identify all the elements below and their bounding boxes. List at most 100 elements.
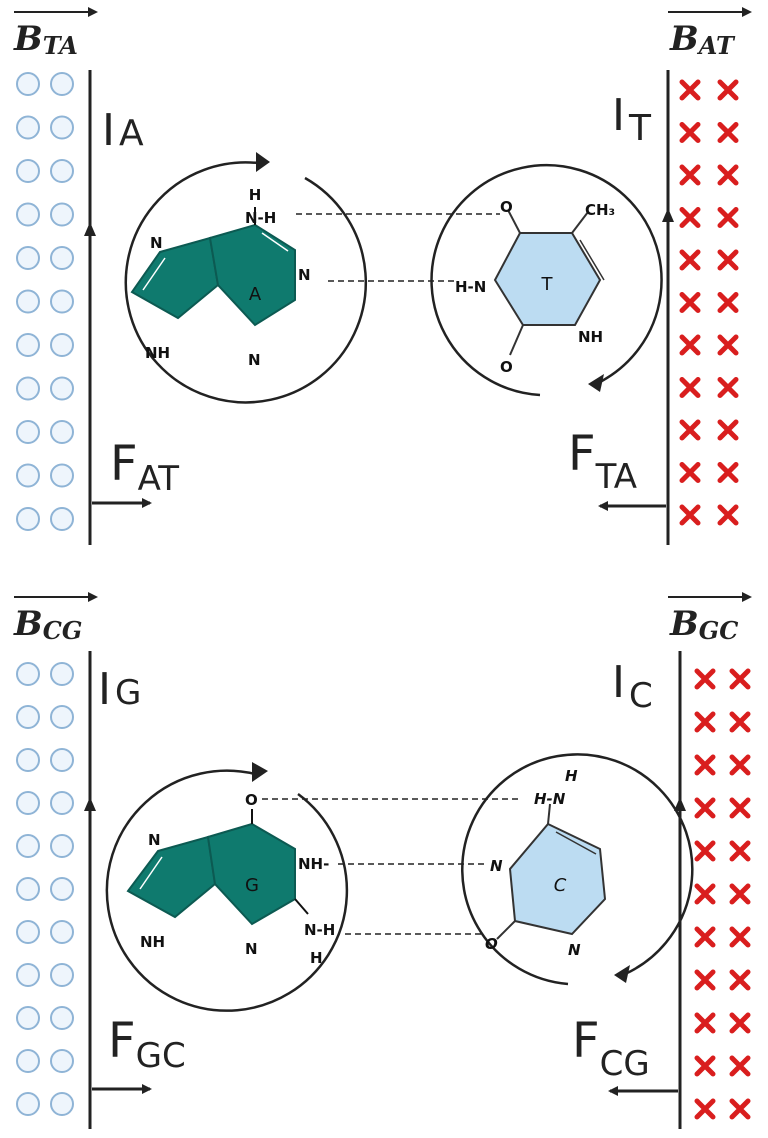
field-out-circle-8-0 bbox=[16, 1006, 40, 1030]
field-out-circle-10-1 bbox=[50, 507, 74, 531]
field-in-cross-8-1 bbox=[729, 1012, 751, 1034]
thymine-molecule: T O CH₃ H-N NH O bbox=[455, 198, 615, 376]
field-in-cross-3-0 bbox=[679, 207, 701, 228]
field-label-left: BTA bbox=[13, 19, 78, 60]
thymine-atom-nh: NH bbox=[578, 328, 603, 346]
field-in-cross-5-0 bbox=[679, 292, 701, 313]
field-out-circle-8-1 bbox=[50, 1006, 74, 1030]
field-in-cross-0-0 bbox=[679, 79, 701, 101]
field-in-cross-6-0 bbox=[679, 334, 701, 356]
field-in-cross-9-1 bbox=[729, 1055, 751, 1077]
field-vector-right: BAT bbox=[668, 7, 752, 60]
field-out-circle-7-0 bbox=[16, 376, 40, 401]
field-out-circle-3-1 bbox=[50, 202, 74, 227]
field-out-circle-1-1 bbox=[50, 705, 74, 729]
force-label-right: FTA bbox=[568, 426, 637, 497]
adenine-atom-nh: N-H bbox=[245, 209, 276, 227]
field-out-circle-5-0 bbox=[16, 289, 40, 314]
field-in-cross-4-0 bbox=[694, 840, 716, 862]
field-in-cross-4-1 bbox=[717, 249, 739, 271]
field-in-cross-1-0 bbox=[679, 122, 701, 143]
force-left: FGC bbox=[92, 1013, 186, 1094]
wire-right bbox=[674, 651, 686, 1129]
guanine-atom-h: H bbox=[310, 949, 323, 967]
force-label-left: FAT bbox=[110, 436, 179, 499]
field-out-circle-2-0 bbox=[16, 748, 40, 772]
field-in-cross-5-0 bbox=[694, 883, 716, 905]
thymine-atom-o4: O bbox=[500, 198, 513, 216]
field-in-cross-2-1 bbox=[717, 164, 739, 186]
cytosine-atom-h: H bbox=[565, 767, 578, 785]
adenine-molecule: A H N-H N N NH N bbox=[130, 186, 311, 369]
guanine-molecule: G O N NH- NH N N-H H bbox=[126, 791, 335, 967]
hydrogen-bonds-at bbox=[296, 213, 500, 282]
field-out-circle-7-0 bbox=[16, 963, 40, 987]
field-in-cross-0-1 bbox=[717, 79, 739, 101]
field-out-circle-0-1 bbox=[50, 662, 74, 686]
field-in-cross-7-1 bbox=[729, 969, 751, 991]
guanine-atom-nh2: N-H bbox=[304, 921, 335, 939]
wire-left bbox=[84, 651, 96, 1129]
field-in-cross-7-0 bbox=[694, 969, 716, 991]
field-in-cross-10-1 bbox=[729, 1098, 751, 1120]
guanine-atom-o6: O bbox=[245, 791, 258, 809]
field-in-cross-5-1 bbox=[717, 292, 739, 313]
force-label-left: FGC bbox=[108, 1013, 186, 1076]
force-label-right: FCG bbox=[572, 1013, 650, 1084]
cytosine-atom-n1: N bbox=[568, 941, 581, 959]
guanine-atom-n7: N bbox=[148, 831, 161, 849]
rotation-circle-left bbox=[105, 762, 349, 1012]
cytosine-atom-hn: H-N bbox=[534, 790, 566, 808]
adenine-atom-n9: NH bbox=[145, 344, 170, 362]
adenine-atom-n7: N bbox=[150, 234, 163, 252]
field-in-cross-10-1 bbox=[717, 504, 739, 526]
force-right: FCG bbox=[572, 1013, 678, 1096]
field-out-circle-9-1 bbox=[50, 463, 74, 488]
field-in-cross-1-0 bbox=[694, 711, 716, 733]
field-out-circle-6-0 bbox=[16, 920, 40, 944]
field-in-cross-10-0 bbox=[679, 504, 701, 526]
field-in-cross-8-0 bbox=[694, 1012, 716, 1034]
guanine-label: G bbox=[245, 875, 259, 896]
field-out-circle-3-0 bbox=[16, 202, 40, 227]
field-in-markers bbox=[694, 668, 751, 1120]
field-out-circle-0-0 bbox=[16, 72, 40, 96]
field-in-markers bbox=[679, 79, 739, 526]
field-vector-right: BGC bbox=[668, 592, 752, 645]
field-label-left: BCG bbox=[13, 604, 82, 645]
field-out-circle-10-1 bbox=[50, 1092, 74, 1116]
thymine-atom-hn: H-N bbox=[455, 278, 486, 296]
field-label-right: BGC bbox=[669, 604, 738, 645]
field-in-cross-6-1 bbox=[729, 926, 751, 948]
hydrogen-bonds-gc bbox=[262, 798, 522, 935]
field-out-circle-5-1 bbox=[50, 877, 74, 901]
field-in-cross-5-1 bbox=[729, 883, 751, 905]
rotation-circle-right bbox=[461, 753, 694, 986]
field-in-cross-3-0 bbox=[694, 797, 716, 819]
field-in-cross-8-0 bbox=[679, 419, 701, 441]
field-out-circle-10-0 bbox=[16, 1092, 40, 1116]
field-in-cross-2-1 bbox=[729, 754, 751, 776]
thymine-label: T bbox=[541, 274, 554, 295]
field-out-circle-7-1 bbox=[50, 376, 74, 401]
field-out-circle-0-1 bbox=[50, 72, 74, 96]
adenine-atom-n1: N bbox=[298, 266, 311, 284]
field-vector-left: BCG bbox=[13, 592, 98, 645]
field-in-cross-9-0 bbox=[679, 462, 701, 483]
field-in-cross-0-1 bbox=[729, 668, 751, 690]
field-in-cross-2-0 bbox=[679, 164, 701, 186]
field-in-cross-3-1 bbox=[717, 207, 739, 228]
field-in-cross-6-0 bbox=[694, 926, 716, 948]
field-out-circle-9-1 bbox=[50, 1049, 74, 1073]
cytosine-molecule: C H H-N N O N bbox=[485, 767, 607, 959]
adenine-atom-n3: N bbox=[248, 351, 261, 369]
field-out-circle-1-1 bbox=[50, 115, 74, 140]
field-in-cross-0-0 bbox=[694, 668, 716, 690]
field-out-markers bbox=[16, 662, 74, 1116]
guanine-atom-n3: N bbox=[245, 940, 258, 958]
field-out-circle-8-0 bbox=[16, 420, 40, 444]
